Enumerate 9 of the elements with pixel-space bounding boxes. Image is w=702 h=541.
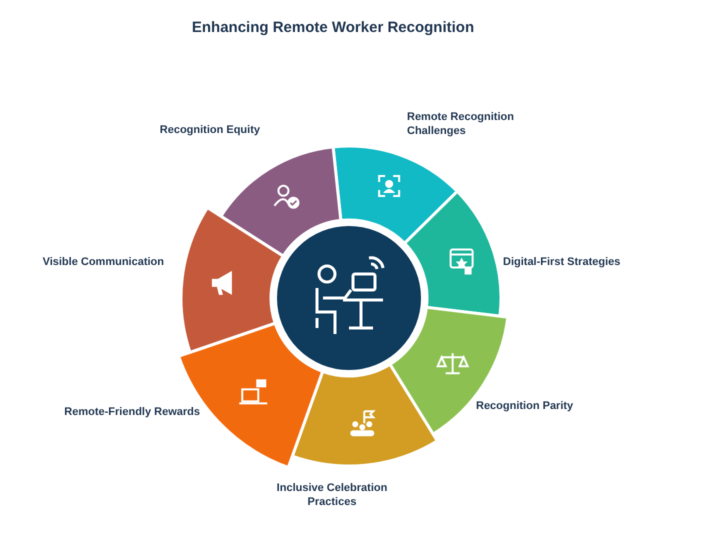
wheel-segment: [219, 145, 342, 258]
segment-label: Remote-Friendly Rewards: [63, 405, 200, 419]
diagram-title: Enhancing Remote Worker Recognition: [190, 19, 476, 36]
segment-label: Recognition Equity: [158, 123, 260, 137]
segment-label: Inclusive Celebration Practices: [276, 481, 388, 509]
segment-label: Digital-First Strategies: [503, 255, 622, 269]
segment-label: Recognition Parity: [476, 399, 574, 413]
segment-label: Visible Communication: [42, 255, 164, 269]
segment-label: Remote Recognition Challenges: [407, 110, 515, 138]
